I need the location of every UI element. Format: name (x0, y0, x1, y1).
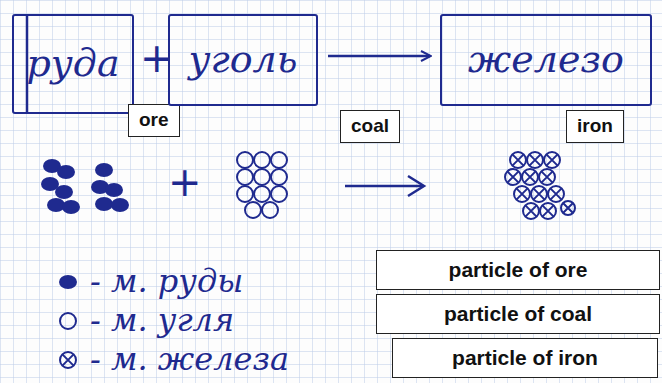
legend-item: - м. железа (56, 342, 289, 377)
legend-item: - м. угля (56, 303, 234, 338)
translation-label: iron (566, 110, 624, 143)
box-label: руда (26, 43, 119, 85)
legend-translation: particle of coal (376, 294, 660, 334)
legend-translation: particle of iron (392, 338, 658, 378)
reaction-arrow (328, 55, 430, 58)
legend-text: - м. железа (90, 342, 289, 377)
coal-particles (237, 152, 287, 218)
translation-label: ore (128, 104, 180, 137)
plus-sign: + (140, 38, 174, 78)
legend-text: - м. руды (90, 264, 243, 299)
legend-text: - м. угля (90, 303, 234, 338)
translation-label: coal (340, 110, 400, 143)
legend-swatch (56, 309, 80, 333)
legend-swatch (56, 348, 80, 372)
process-box: железоiron (440, 14, 652, 106)
iron-particles (505, 152, 575, 219)
plus-sign: + (168, 162, 202, 202)
box-label: железо (468, 39, 624, 81)
reaction-arrow (345, 176, 424, 196)
box-label: уголь (188, 39, 297, 81)
legend-item: - м. руды (56, 264, 243, 299)
process-box: рудаore (12, 14, 134, 114)
process-box: угольcoal (168, 14, 318, 106)
legend-swatch (56, 270, 80, 294)
legend-translation: particle of ore (376, 250, 660, 290)
ore-particles (41, 159, 129, 214)
